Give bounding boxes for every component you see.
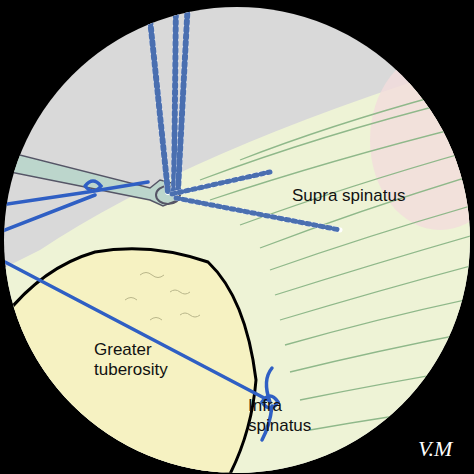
bone-label: Greater tuberosity [94,340,194,379]
signature: V.M [418,436,468,461]
bone-texture [125,273,200,321]
blue-sutures [0,181,278,440]
greater-tuberosity-bone [0,249,256,474]
muscle-label: Infra spinatus [248,396,328,435]
muscle-label: Supra spinatus [292,186,432,206]
